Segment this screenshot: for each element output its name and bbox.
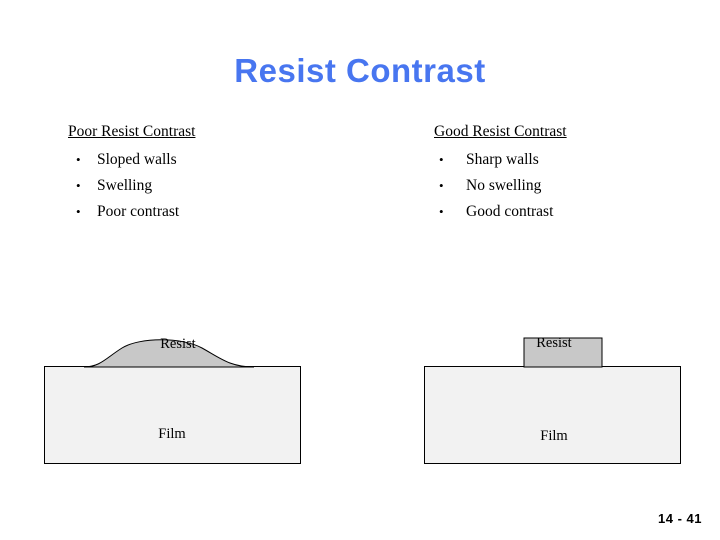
column-heading-poor: Poor Resist Contrast — [68, 123, 196, 140]
list-item-label: No swelling — [466, 177, 542, 194]
resist-label-good: Resist — [536, 335, 572, 351]
bullet-icon: • — [76, 204, 81, 219]
bullet-list-poor: • Sloped walls • Swelling • Poor contras… — [68, 147, 368, 225]
resist-label-poor: Resist — [160, 336, 196, 352]
resist-profile-poor — [83, 339, 255, 368]
column-poor-resist-contrast: Poor Resist Contrast • Sloped walls • Sw… — [68, 121, 368, 225]
column-good-resist-contrast: Good Resist Contrast • Sharp walls • No … — [434, 121, 720, 225]
page-title: Resist Contrast — [234, 52, 486, 89]
bullet-icon: • — [76, 152, 81, 167]
list-item-label: Swelling — [97, 177, 153, 194]
film-layer-poor — [44, 366, 301, 464]
diagram-poor-resist-profile: Resist Film — [44, 320, 344, 475]
list-item: • No swelling — [434, 173, 720, 199]
bullet-icon: • — [76, 178, 81, 193]
film-label-poor: Film — [158, 426, 186, 442]
list-item-label: Sharp walls — [466, 151, 539, 168]
page-number: 14 - 41 — [658, 511, 702, 526]
bullet-icon: • — [439, 152, 444, 167]
list-item-label: Poor contrast — [97, 203, 180, 220]
list-item: • Sharp walls — [434, 147, 720, 173]
list-item: • Swelling — [68, 173, 368, 199]
list-item: • Poor contrast — [68, 199, 368, 225]
list-item-label: Good contrast — [466, 203, 554, 220]
list-item: • Good contrast — [434, 199, 720, 225]
bullet-icon: • — [439, 204, 444, 219]
film-label-good: Film — [540, 428, 568, 444]
bullet-icon: • — [439, 178, 444, 193]
column-heading-good: Good Resist Contrast — [434, 123, 567, 140]
list-item: • Sloped walls — [68, 147, 368, 173]
film-layer-good — [424, 366, 681, 464]
diagram-good-resist-profile: Resist Film — [424, 320, 720, 475]
list-item-label: Sloped walls — [97, 151, 177, 168]
resist-profile-good — [523, 337, 603, 368]
bullet-list-good: • Sharp walls • No swelling • Good contr… — [434, 147, 720, 225]
